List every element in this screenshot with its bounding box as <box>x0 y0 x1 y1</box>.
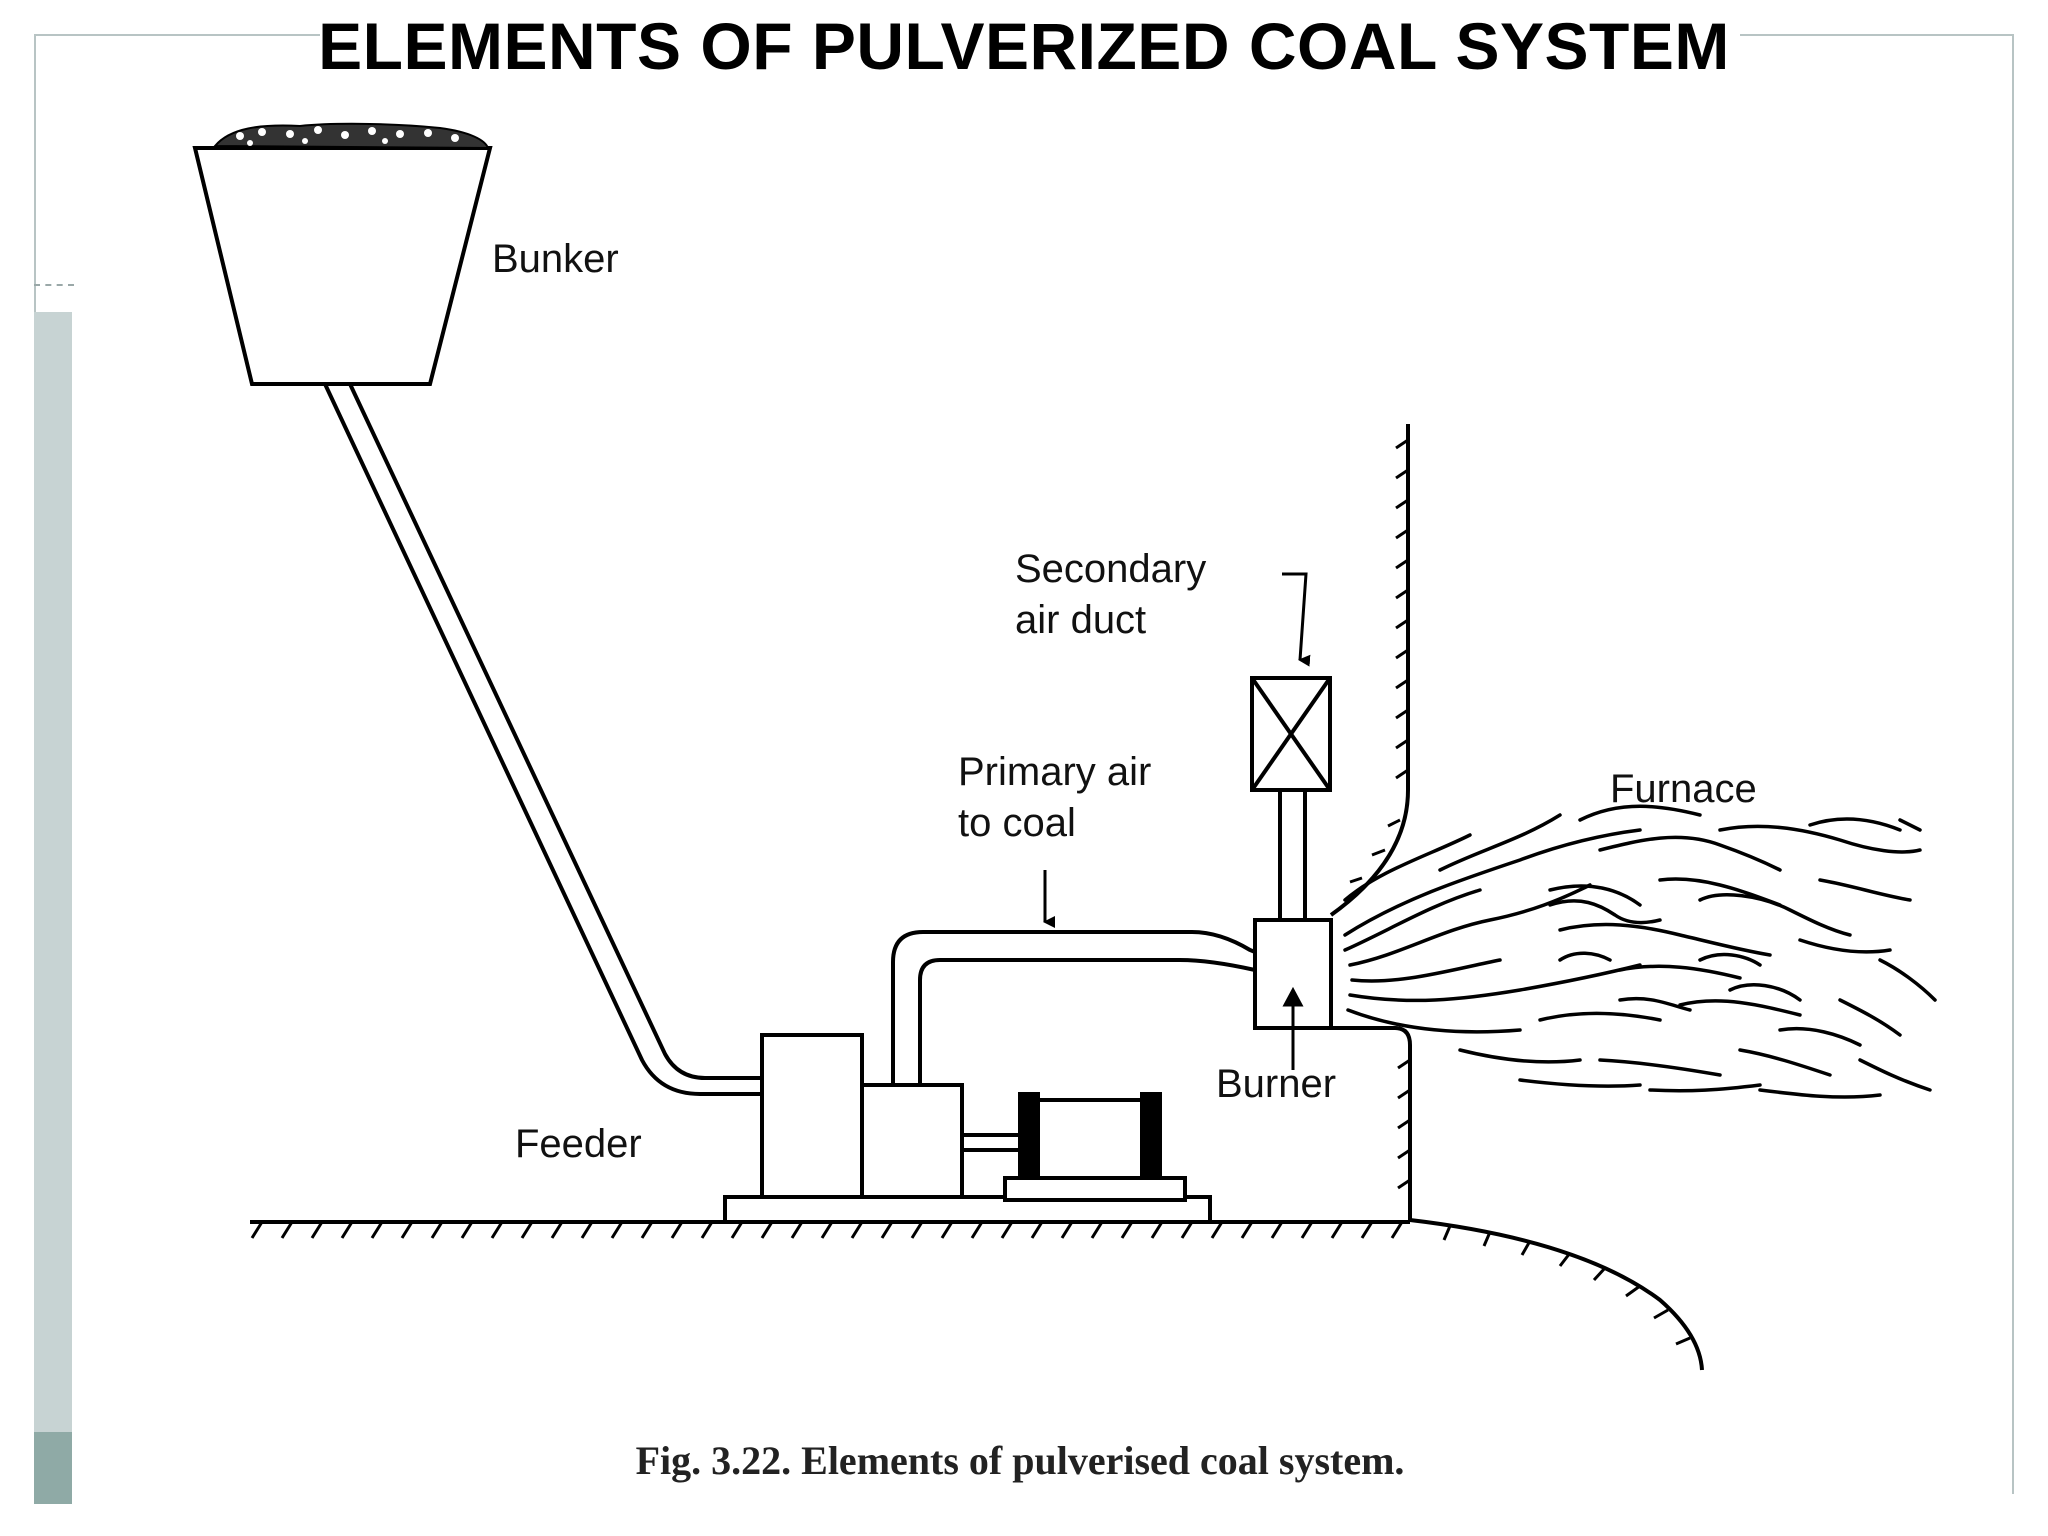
label-bunker: Bunker <box>492 237 619 281</box>
burner-arrow <box>1282 986 1304 1070</box>
left-accent-bar-dark <box>34 1432 72 1504</box>
left-accent-bar <box>34 312 72 1432</box>
wall-hatching <box>1349 438 1691 1346</box>
label-feeder: Feeder <box>515 1122 642 1166</box>
bunker <box>192 122 493 386</box>
secondary-air-arrow <box>1282 572 1311 667</box>
furnace-wall <box>1329 424 1704 1371</box>
secondary-air-duct <box>1250 676 1332 920</box>
label-burner: Burner <box>1216 1062 1336 1106</box>
flame <box>1343 804 1937 1099</box>
floor-hatching <box>250 1221 1404 1239</box>
motor <box>962 1092 1187 1202</box>
figure-caption: Fig. 3.22. Elements of pulverised coal s… <box>636 1438 1405 1483</box>
slide-title: ELEMENTS OF PULVERIZED COAL SYSTEM <box>318 9 1730 83</box>
label-primary-air-line2: to coal <box>958 801 1076 845</box>
label-furnace: Furnace <box>1610 767 1757 811</box>
coal-pile <box>212 122 490 150</box>
label-secondary-air-line2: air duct <box>1015 598 1146 642</box>
primary-air-pipe <box>891 930 1256 1085</box>
label-secondary-air-line1: Secondary <box>1015 547 1206 591</box>
coal-chute <box>323 383 765 1096</box>
label-primary-air-line1: Primary air <box>958 750 1151 794</box>
divider-dashed <box>34 284 74 286</box>
title-background <box>320 14 1740 84</box>
